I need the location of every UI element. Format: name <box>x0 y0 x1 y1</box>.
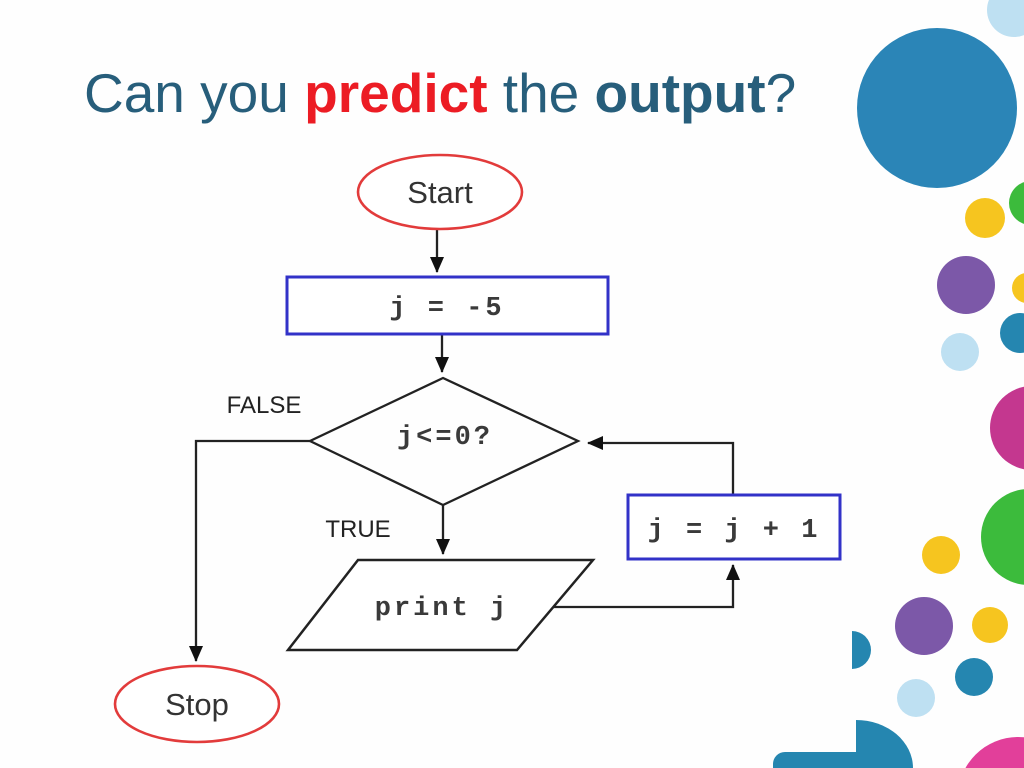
edge-print-to-increment <box>551 564 740 609</box>
start-node-label: Start <box>407 175 473 210</box>
circle-purple-1 <box>937 256 995 314</box>
increment-node <box>626 493 842 561</box>
stop-node <box>113 664 281 744</box>
circle-blue-2 <box>955 658 993 696</box>
edge-increment-to-decision <box>587 436 735 495</box>
title-segment-output: output <box>594 62 766 124</box>
circle-yellow-3 <box>972 607 1008 643</box>
print-node-label: print j <box>375 594 509 624</box>
edge-decision-false-to-stop <box>189 439 310 662</box>
stop-node-label: Stop <box>165 687 229 722</box>
semicircle-blue <box>852 631 871 669</box>
decision-node <box>307 376 581 507</box>
init-node-label: j = -5 <box>389 294 504 324</box>
print-node <box>285 558 596 652</box>
circle-blue-large <box>857 28 1017 188</box>
swoosh-bar <box>773 752 859 768</box>
circle-yellow-2 <box>922 536 960 574</box>
true-branch-label: TRUE <box>325 516 390 543</box>
increment-node-label: j = j + 1 <box>648 516 821 546</box>
title-segment: the <box>487 62 595 124</box>
circle-yellow-right-edge <box>1012 273 1024 303</box>
title-segment-predict: predict <box>304 62 488 124</box>
decision-node-label: j<=0? <box>397 423 493 453</box>
circle-lightblue-2 <box>897 679 935 717</box>
false-branch-label: FALSE <box>227 392 302 419</box>
circle-green-right-edge <box>1009 181 1024 225</box>
circle-yellow-1 <box>965 198 1005 238</box>
circle-purple-2 <box>895 597 953 655</box>
start-node <box>356 153 524 231</box>
title-segment-questionmark: ? <box>765 62 797 124</box>
circle-lightblue-1 <box>941 333 979 371</box>
init-node <box>285 275 610 336</box>
slide-title: Can you predict the output? <box>84 62 796 125</box>
title-segment: Can you <box>84 62 305 124</box>
